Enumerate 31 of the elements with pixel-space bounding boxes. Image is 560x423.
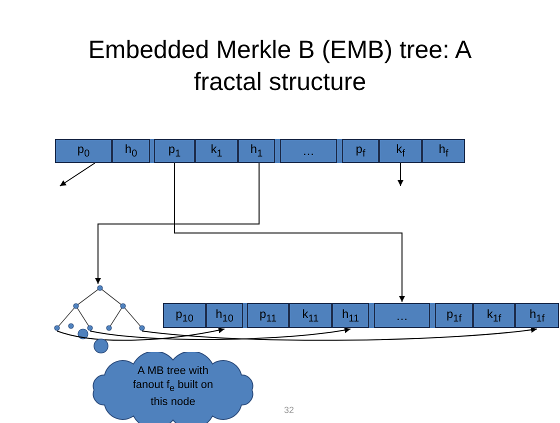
record-cell: … [280, 139, 337, 163]
record-cell: h$_{f}$ [422, 139, 465, 163]
record-cell: p$_{11}$ [247, 303, 289, 328]
record-bar [55, 139, 465, 163]
record-cell: p$_{1}$ [154, 139, 195, 163]
cloud-text: A MB tree with fanout f$_{e}$ built on this node [132, 364, 214, 410]
page-number: 32 [284, 405, 294, 415]
record-cell: p$_{0}$ [55, 139, 112, 163]
record-cell: h$_{10}$ [206, 303, 243, 328]
record-cell: k$_{11}$ [289, 303, 332, 328]
tree-drawing [54, 285, 145, 340]
record-cell: k$_{1}$ [195, 139, 238, 163]
arrow [59, 162, 96, 186]
record-cell: p$_{1f}$ [435, 303, 473, 328]
arrow [95, 162, 260, 284]
record-cell: … [374, 303, 430, 328]
record-cell: k$_{1f}$ [473, 303, 515, 328]
arrow [90, 327, 351, 340]
arrow [56, 327, 225, 341]
record-cell: h$_{1}$ [238, 139, 275, 163]
record-cell: h$_{0}$ [112, 139, 150, 163]
record-bar [163, 303, 559, 328]
record-cell: p$_{10}$ [163, 303, 206, 328]
record-cell: p$_{f}$ [342, 139, 379, 163]
arrow [174, 162, 405, 302]
record-cell: h$_{1f}$ [515, 303, 559, 328]
record-cell: h$_{11}$ [332, 303, 369, 328]
arrow [142, 326, 538, 341]
arrow [398, 162, 404, 186]
slide-title: Embedded Merkle B (EMB) tree: A fractal structure [87, 35, 473, 98]
record-cell: k$_{f}$ [379, 139, 422, 163]
